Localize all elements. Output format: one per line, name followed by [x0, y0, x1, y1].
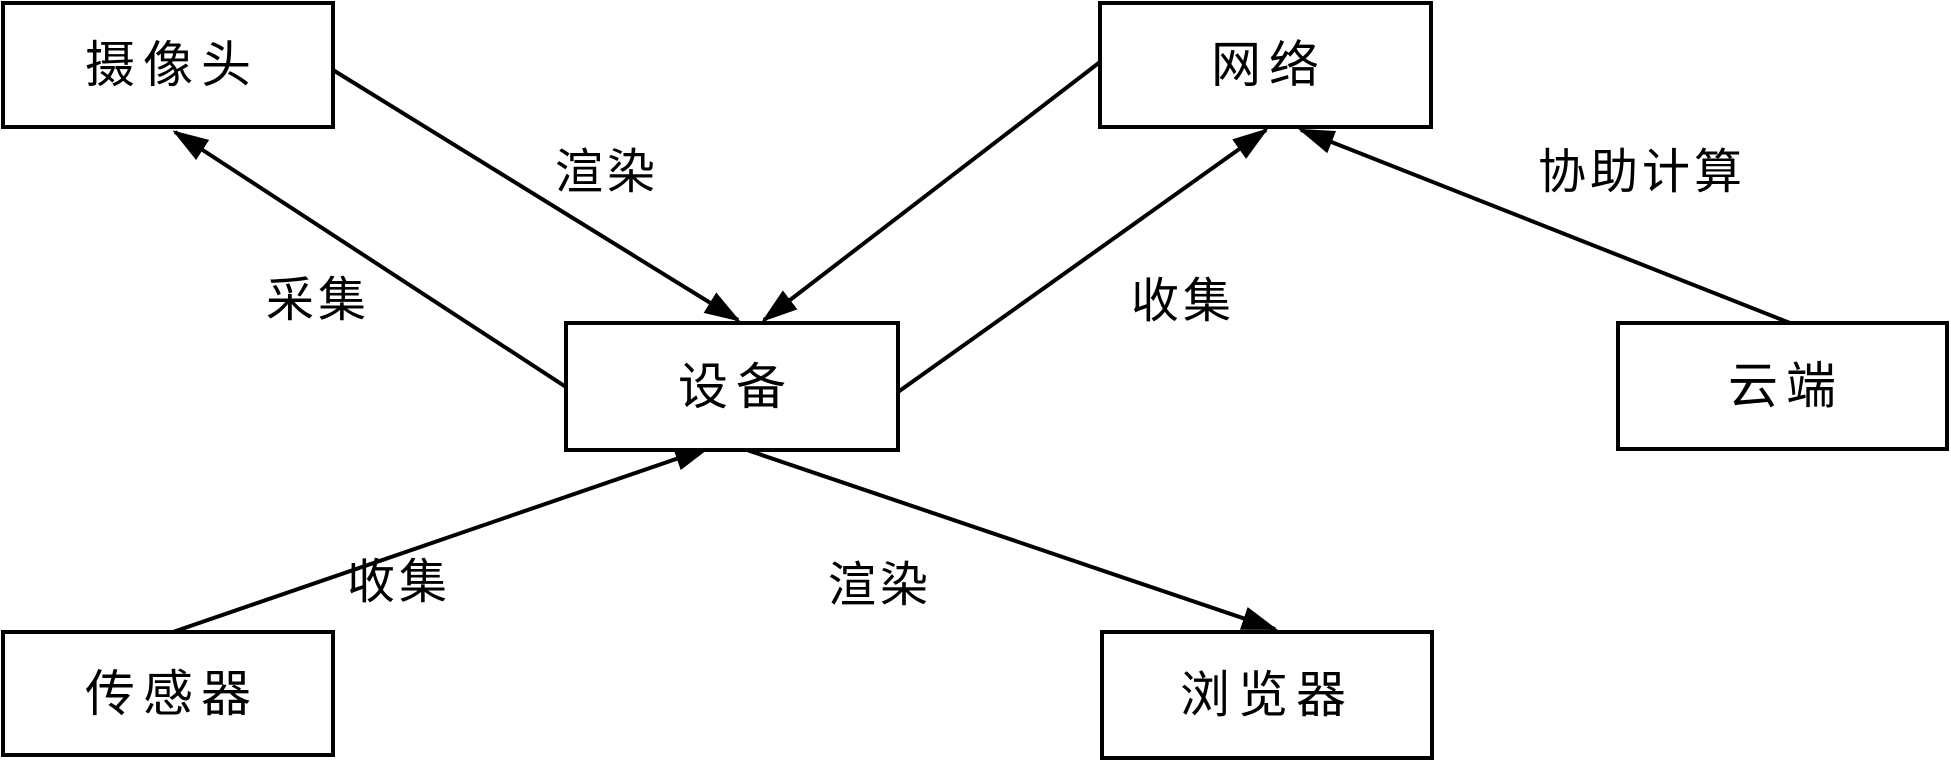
node-cloud: 云端	[1616, 321, 1949, 451]
node-sensor: 传感器	[1, 630, 335, 757]
node-camera: 摄像头	[1, 1, 335, 129]
node-cloud-box	[1616, 321, 1949, 451]
node-device-label: 设备	[678, 359, 794, 415]
edge-device-to-network	[896, 128, 1269, 394]
edge-label-render-bottom: 渲染	[828, 559, 932, 612]
node-network-label: 网络	[1211, 37, 1327, 93]
edge-label-assist-compute: 协助计算	[1538, 146, 1746, 199]
node-camera-label: 摄像头	[85, 37, 259, 93]
node-network-box	[1098, 1, 1433, 129]
node-network: 网络	[1098, 1, 1433, 129]
edge-device-to-browser	[746, 448, 1278, 631]
edge-device-to-camera	[172, 130, 568, 389]
edge-label-capture: 采集	[266, 274, 370, 327]
node-device: 设备	[564, 321, 900, 452]
node-browser-box	[1100, 630, 1434, 760]
edge-label-render-top: 渲染	[555, 146, 659, 199]
node-device-box	[564, 321, 900, 452]
node-browser: 浏览器	[1100, 630, 1434, 760]
edge-label-collect-bottom: 收集	[347, 556, 451, 609]
node-browser-label: 浏览器	[1180, 667, 1354, 723]
edge-cloud-to-network	[1298, 128, 1791, 325]
edge-camera-to-device	[331, 68, 741, 322]
edge-network-to-device	[761, 60, 1102, 322]
node-sensor-label: 传感器	[85, 666, 259, 722]
edge-label-collect-top: 收集	[1131, 275, 1235, 328]
node-camera-box	[1, 1, 335, 129]
node-sensor-box	[1, 630, 335, 757]
edge-sensor-to-device	[172, 446, 711, 634]
node-cloud-label: 云端	[1728, 358, 1844, 414]
